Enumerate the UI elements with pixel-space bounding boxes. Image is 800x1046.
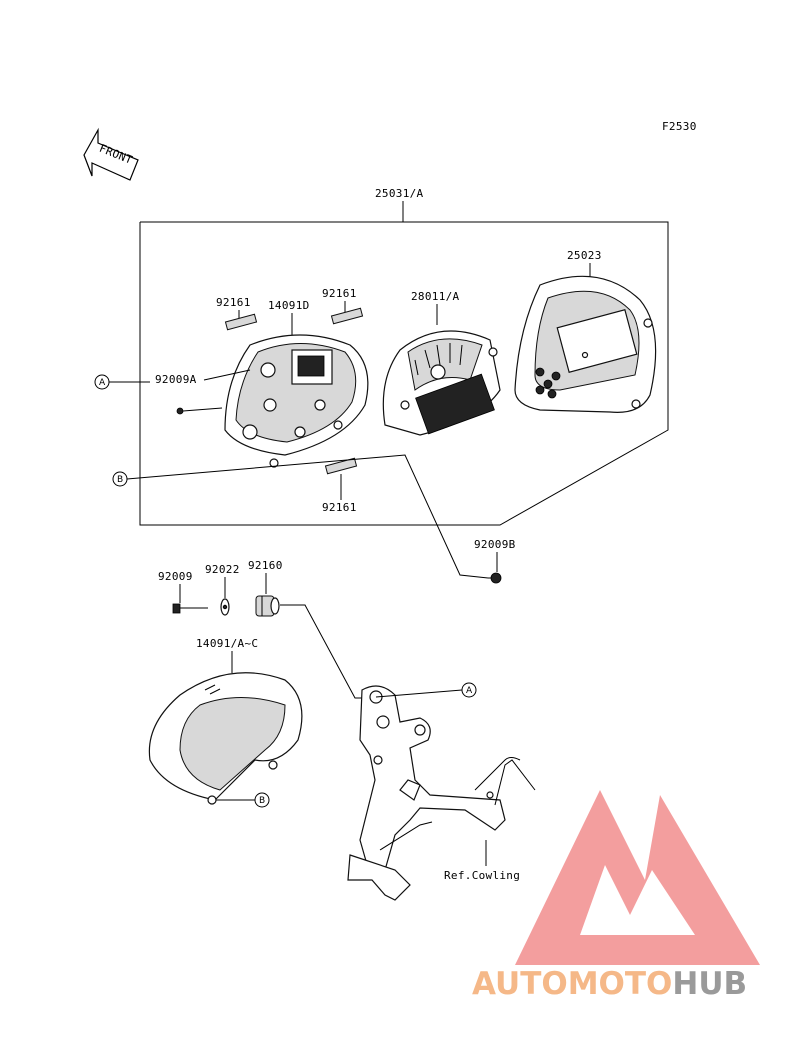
callout-b-cover-text: B (259, 796, 265, 806)
leader-screw-a (203, 369, 251, 381)
grommet (255, 595, 280, 617)
label-screw-a: 92009A (155, 373, 197, 386)
mounting-bracket (347, 685, 536, 901)
label-decal-right: 92161 (322, 287, 357, 300)
label-case: 14091D (268, 299, 310, 312)
leader-callout-a-bracket (375, 689, 463, 698)
label-grommet: 92160 (248, 559, 283, 572)
label-screw: 92009 (158, 570, 193, 583)
callout-a-left-text: A (99, 378, 106, 388)
front-arrow-icon: FRONT (83, 127, 139, 181)
watermark-logo-icon (515, 790, 760, 965)
watermark-part2: HUB (672, 966, 747, 1002)
leader-callout-b-left (126, 454, 489, 579)
decal-bottom (324, 457, 358, 475)
reference-cowling: Ref.Cowling (444, 869, 520, 882)
label-decal-bottom: 92161 (322, 501, 357, 514)
label-meter-unit: 28011/A (411, 290, 460, 303)
callout-b-cover (254, 792, 270, 808)
screw-b (488, 572, 502, 584)
screw-a (176, 407, 223, 415)
label-screw-b: 92009B (474, 538, 516, 551)
callout-a-bracket-text: A (466, 686, 473, 696)
callout-a-bracket (461, 682, 477, 698)
assembly-frame (139, 221, 669, 526)
screw (172, 603, 208, 614)
label-cover-rear: 14091/A~C (196, 637, 258, 650)
meter-case (224, 334, 369, 468)
rear-cover (148, 672, 303, 805)
watermark-text: AUTOMOTOHUB (472, 966, 747, 1002)
meter-cover (514, 275, 657, 413)
washer (220, 598, 230, 616)
decal-right (330, 307, 364, 325)
callout-b-left-text: B (117, 475, 123, 485)
label-washer: 92022 (205, 563, 240, 576)
decal-left (224, 313, 258, 331)
leader-grommet-to-bracket (280, 604, 368, 699)
figure-code: F2530 (662, 120, 697, 133)
label-cover: 25023 (567, 249, 602, 262)
watermark-part1: AUTOMOTO (472, 966, 672, 1002)
meter-unit (382, 330, 501, 436)
label-decal-left: 92161 (216, 296, 251, 309)
label-assembly: 25031/A (375, 187, 424, 200)
